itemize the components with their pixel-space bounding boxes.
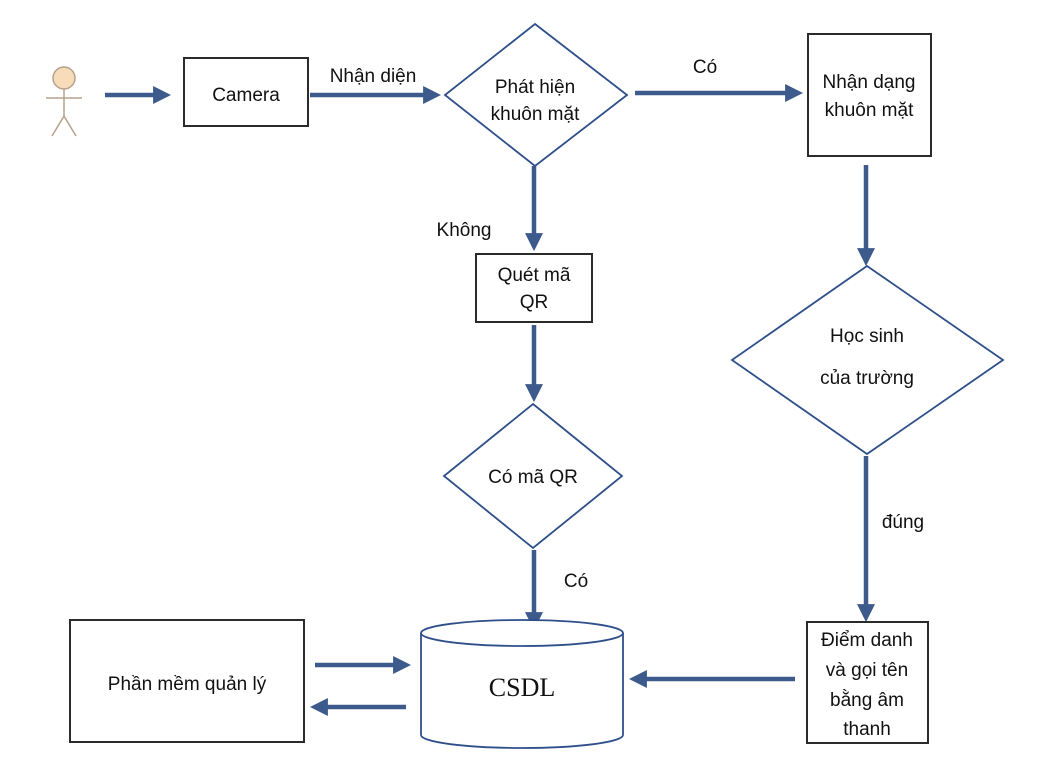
edge-label-detect-no: Không: [437, 220, 492, 241]
student-of-school-decision: [730, 264, 1005, 456]
detect-face-label-line2: khuôn mặt: [491, 104, 580, 125]
attendance-label-line4: thanh: [843, 719, 891, 740]
edge-label-qr-yes: Có: [564, 571, 588, 592]
management-software-box: [69, 619, 305, 743]
student-label-line2: của trường: [820, 368, 914, 389]
database-label: CSDL: [489, 673, 555, 702]
edge-label-student-correct: đúng: [882, 512, 924, 533]
scan-qr-label-line1: Quét mã: [498, 265, 571, 286]
detect-face-label-line1: Phát hiện: [495, 77, 575, 98]
edge-label-detect-yes: Có: [693, 57, 717, 78]
detect-face-decision: [443, 22, 629, 168]
student-label-line1: Học sinh: [830, 326, 904, 347]
scan-qr-label-line2: QR: [520, 292, 549, 313]
scan-qr-box: [475, 253, 593, 323]
recognize-face-box: [807, 33, 932, 157]
attendance-label-line3: bằng âm: [830, 689, 904, 711]
database-cylinder: [420, 619, 624, 749]
attendance-label-line1: Điểm danh: [821, 630, 913, 651]
has-qr-label: Có mã QR: [488, 467, 578, 488]
attendance-label-line2: và gọi tên: [826, 660, 908, 681]
management-software-label: Phần mềm quản lý: [108, 674, 267, 695]
edge-label-recognize: Nhận diện: [330, 66, 417, 87]
recognize-face-label-line1: Nhận dạng: [823, 72, 916, 93]
attendance-box: [806, 621, 929, 744]
actor-icon: [46, 66, 82, 137]
recognize-face-label-line2: khuôn mặt: [825, 100, 914, 121]
camera-box: [183, 57, 309, 127]
camera-label: Camera: [212, 85, 280, 106]
has-qr-decision: [442, 402, 624, 550]
